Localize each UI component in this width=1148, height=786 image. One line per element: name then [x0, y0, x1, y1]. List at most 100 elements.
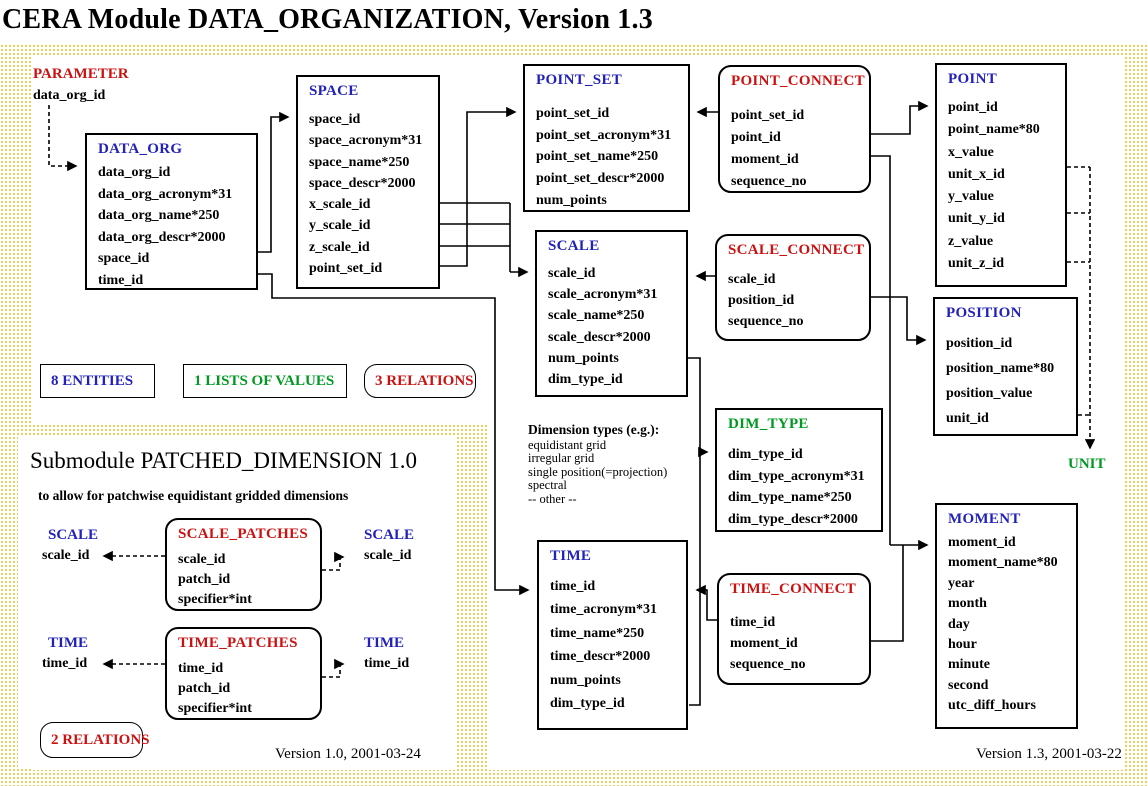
entity-field: scale_descr*2000	[548, 329, 651, 345]
entity-title: POINT_SET	[536, 72, 623, 88]
dimension-type-item: spectral	[528, 478, 567, 492]
entity-field: specifier*int	[178, 701, 252, 716]
separator-band	[0, 424, 488, 437]
entity-field: specifier*int	[178, 592, 252, 607]
entity-field: second	[948, 677, 989, 693]
entity-field: point_set_name*250	[536, 149, 659, 165]
list-title: DIM_TYPE	[728, 416, 809, 432]
entity-field: patch_id	[178, 681, 231, 696]
entity-field: point_set_id	[731, 108, 805, 123]
submodule-right-scale-field: scale_id	[364, 548, 412, 563]
entity-field: hour	[948, 636, 977, 652]
relation-title: TIME_PATCHES	[178, 635, 298, 651]
entity-field: num_points	[550, 672, 621, 688]
submodule-left-time-field: time_id	[42, 656, 88, 671]
entity-field: data_org_acronym*31	[98, 186, 233, 202]
entity-field: scale_id	[728, 272, 776, 287]
entity-title: DATA_ORG	[98, 141, 183, 157]
entity-field: utc_diff_hours	[948, 698, 1036, 714]
entity-field: position_name*80	[946, 361, 1055, 376]
entity-field: sequence_no	[731, 174, 807, 189]
entity-field: moment_name*80	[948, 555, 1058, 571]
entity-box-point-set: POINT_SET point_set_id point_set_acronym…	[523, 64, 690, 212]
entity-field: time_name*250	[550, 625, 645, 641]
relation-box-point-connect: POINT_CONNECT point_set_id point_id mome…	[718, 65, 871, 193]
entity-field: y_scale_id	[309, 218, 371, 234]
entities-count-badge: 8 ENTITIES	[40, 364, 155, 398]
submodule-left-scale-field: scale_id	[42, 548, 90, 563]
entity-field: space_name*250	[309, 154, 410, 170]
page-title: CERA Module DATA_ORGANIZATION, Version 1…	[2, 4, 653, 35]
entity-field: space_id	[309, 112, 361, 127]
relation-title: TIME_CONNECT	[730, 581, 857, 597]
entity-field: point_id	[948, 100, 998, 115]
relation-box-scale-patches: SCALE_PATCHES scale_id patch_id specifie…	[165, 518, 322, 611]
dimension-type-item: equidistant grid	[528, 437, 607, 452]
entity-field: point_set_descr*2000	[536, 171, 665, 187]
relation-box-time-connect: TIME_CONNECT time_id moment_id sequence_…	[717, 573, 871, 685]
entity-field: num_points	[548, 350, 619, 366]
entity-field: point_set_id	[536, 106, 610, 121]
relation-title: POINT_CONNECT	[731, 73, 865, 89]
list-box-dim-type: DIM_TYPE dim_type_id dim_type_acronym*31…	[715, 408, 883, 532]
parameter-label: PARAMETER	[33, 66, 129, 82]
entity-box-space: SPACE space_id space_acronym*31 space_na…	[296, 75, 440, 289]
entity-field: unit_y_id	[948, 211, 1005, 227]
entity-field: point_set_acronym*31	[536, 127, 672, 143]
entity-field: unit_z_id	[948, 256, 1005, 272]
relations-count-badge: 3 RELATIONS	[364, 364, 476, 398]
entity-field: dim_type_name*250	[728, 490, 852, 506]
entity-field: position_id	[946, 336, 1013, 351]
main-version-text: Version 1.3, 2001-03-22	[976, 746, 1122, 762]
entity-field: x_value	[948, 144, 994, 160]
submodule-right-scale-label: SCALE	[364, 527, 415, 543]
entity-field: scale_id	[548, 266, 596, 281]
entity-title: SCALE	[548, 238, 600, 254]
relation-title: SCALE_CONNECT	[728, 242, 865, 258]
entity-title: POSITION	[946, 305, 1022, 321]
entity-field: dim_type_id	[550, 695, 625, 711]
submodule-version-text: Version 1.0, 2001-03-24	[275, 746, 421, 762]
entity-field: minute	[948, 657, 990, 673]
entity-field: dim_type_descr*2000	[728, 512, 858, 528]
entity-field: data_org_descr*2000	[98, 229, 226, 245]
entity-field: z_scale_id	[309, 239, 370, 255]
entity-field: moment_id	[948, 535, 1016, 550]
entity-box-scale: SCALE scale_id scale_acronym*31 scale_na…	[535, 230, 688, 397]
entity-field: time_id	[98, 272, 144, 288]
unit-label: UNIT	[1068, 456, 1106, 472]
entity-field: dim_type_acronym*31	[728, 468, 865, 484]
entity-field: moment_id	[730, 636, 798, 651]
entity-field: space_descr*2000	[309, 175, 416, 191]
entity-field: data_org_id	[98, 165, 171, 180]
entity-title: TIME	[550, 548, 592, 564]
parameter-field: data_org_id	[33, 88, 106, 103]
entity-field: space_id	[98, 251, 150, 266]
dimension-type-item: single position(=projection)	[528, 464, 668, 479]
submodule-title: Submodule PATCHED_DIMENSION 1.0	[30, 448, 417, 473]
entity-field: time_descr*2000	[550, 649, 651, 665]
entity-field: moment_id	[731, 152, 799, 167]
entity-field: point_set_id	[309, 261, 383, 277]
entity-title: MOMENT	[948, 511, 1021, 527]
entity-field: month	[948, 596, 987, 612]
entity-field: point_id	[731, 130, 781, 145]
entity-field: dim_type_id	[548, 371, 623, 387]
entity-field: x_scale_id	[309, 197, 371, 213]
entity-field: day	[948, 616, 970, 632]
entity-title: POINT	[948, 71, 998, 87]
entity-field: unit_x_id	[948, 166, 1005, 182]
lists-count-badge: 1 LISTS OF VALUES	[183, 364, 347, 398]
entity-field: time_acronym*31	[550, 602, 658, 618]
entity-field: time_id	[730, 615, 776, 630]
entity-field: point_name*80	[948, 122, 1040, 138]
entity-field: dim_type_id	[728, 447, 803, 462]
entity-field: data_org_name*250	[98, 208, 220, 223]
entity-box-moment: MOMENT moment_id moment_name*80 year mon…	[935, 503, 1078, 729]
entity-field: time_id	[178, 661, 224, 676]
submodule-relations-badge: 2 RELATIONS	[40, 722, 150, 758]
relation-title: SCALE_PATCHES	[178, 526, 309, 542]
entity-field: position_id	[728, 293, 795, 308]
entity-field: sequence_no	[728, 314, 804, 329]
entity-field: sequence_no	[730, 657, 806, 672]
